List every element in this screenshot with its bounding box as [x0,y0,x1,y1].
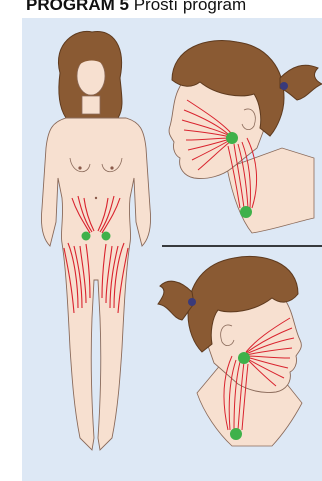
full-body-figure [41,31,150,450]
body-torso [41,118,150,450]
page-title: PROGRAM 5 Prostí program [26,0,246,16]
head-bottom-node-ear [238,352,250,364]
illustration-canvas [22,18,322,481]
head-left-profile-figure [158,256,302,446]
head-bottom-node-clavicle [230,428,242,440]
illustration-panel [22,18,322,481]
head-top-node-ear [226,132,238,144]
program-name: Prostí program [134,0,246,14]
program-code: PROGRAM 5 [26,0,129,14]
head-right-profile-figure [169,41,322,233]
head-top-node-clavicle [240,206,252,218]
